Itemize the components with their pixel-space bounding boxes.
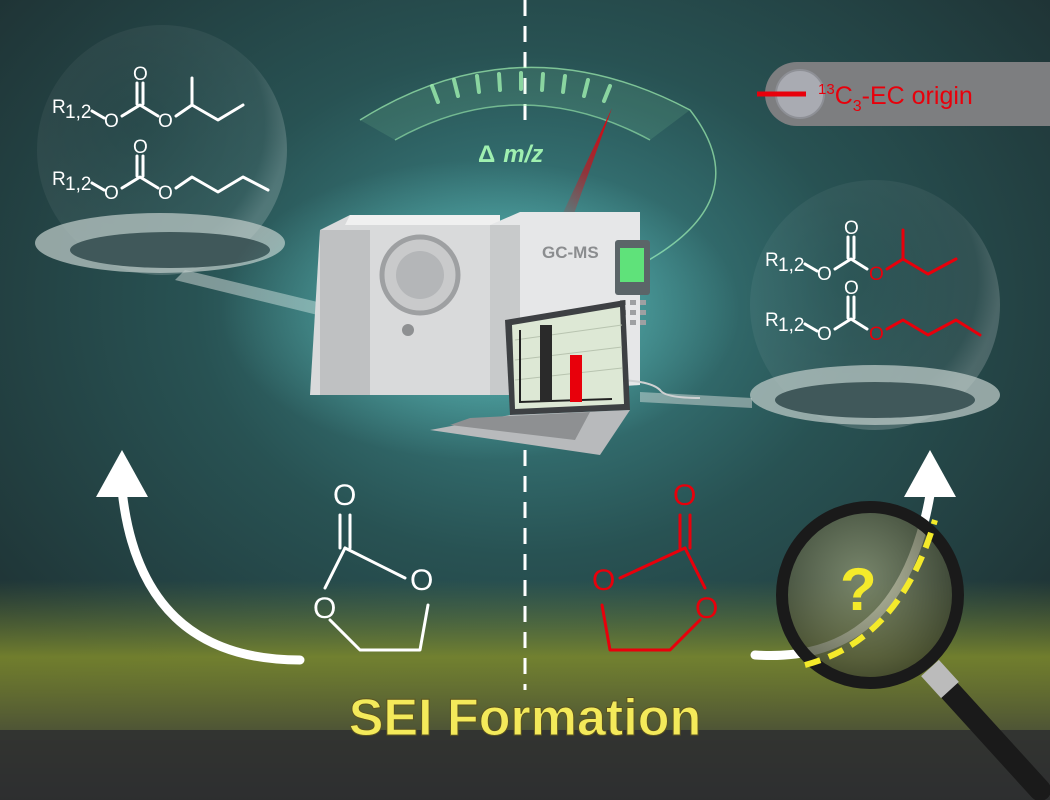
svg-text:O: O	[869, 264, 884, 285]
molecule-sec-butyl-carbonate-left: R 1,2 O O O	[52, 64, 245, 132]
svg-text:O: O	[673, 479, 696, 512]
svg-text:O: O	[158, 111, 173, 132]
bar-labeled	[570, 355, 582, 402]
svg-text:O: O	[133, 64, 148, 85]
svg-text:O: O	[410, 564, 433, 597]
svg-text:O: O	[104, 183, 119, 204]
instrument-label: GC-MS	[542, 243, 599, 262]
gauge-ticks	[430, 71, 612, 104]
electrode-base	[0, 730, 1050, 800]
svg-text:O: O	[104, 111, 119, 132]
legend: 13C3-EC origin	[757, 62, 1050, 126]
svg-text:1,2: 1,2	[65, 102, 91, 123]
svg-text:R: R	[52, 97, 66, 118]
svg-text:O: O	[333, 479, 356, 512]
ethylene-carbonate-unlabeled: O O O	[313, 479, 433, 652]
svg-text:O: O	[817, 264, 832, 285]
legend-label: 13C3-EC origin	[818, 81, 973, 115]
molecule-n-butyl-carbonate-right: R 1,2 O O O	[765, 278, 982, 345]
title: SEI Formation	[349, 689, 701, 747]
svg-text:R: R	[52, 169, 66, 190]
svg-text:O: O	[592, 564, 615, 597]
left-arrow-icon	[96, 450, 305, 665]
svg-text:O: O	[695, 592, 718, 625]
question-mark: ?	[840, 556, 877, 623]
svg-text:O: O	[844, 218, 859, 239]
molecule-sec-butyl-carbonate-right: R 1,2 O O O	[765, 218, 958, 285]
svg-text:1,2: 1,2	[778, 255, 804, 276]
molecule-n-butyl-carbonate-left: R 1,2 O O O	[52, 137, 270, 204]
svg-text:O: O	[869, 324, 884, 345]
magnifier-icon: ?	[776, 501, 1050, 800]
laptop	[430, 300, 630, 455]
svg-text:1,2: 1,2	[778, 315, 804, 336]
svg-text:O: O	[133, 137, 148, 158]
svg-text:O: O	[313, 592, 336, 625]
svg-text:O: O	[817, 324, 832, 345]
bar-unlabeled	[540, 325, 552, 402]
svg-text:O: O	[158, 183, 173, 204]
svg-text:R: R	[765, 250, 779, 271]
ethylene-carbonate-13c3-labeled: O O O	[592, 479, 718, 652]
right-product-bubble	[640, 180, 1000, 430]
svg-text:O: O	[844, 278, 859, 299]
svg-text:1,2: 1,2	[65, 174, 91, 195]
svg-text:R: R	[765, 310, 779, 331]
